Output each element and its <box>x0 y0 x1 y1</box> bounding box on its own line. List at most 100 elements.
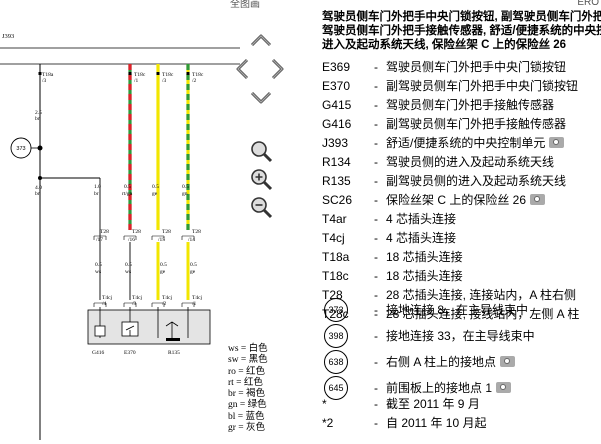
t4cj-label: T4cj <box>132 295 143 301</box>
legend-dash: - <box>374 212 378 226</box>
legend-dash: - <box>374 329 378 343</box>
t28-label: T28 <box>192 229 201 235</box>
legend-dash: - <box>374 307 378 321</box>
component-legend: 驾驶员侧车门外把手中央门锁按钮, 副驾驶员侧车门外把手中央门锁按钮, 驾驶员侧车… <box>322 0 601 444</box>
legend-dash: - <box>374 60 378 74</box>
legend-code: * <box>322 397 327 411</box>
color-legend-entry: sw = 黑色 <box>228 355 268 366</box>
zoom-fit-button[interactable] <box>248 138 274 164</box>
legend-dash: - <box>374 117 378 131</box>
legend-dash: - <box>374 98 378 112</box>
wire-color-label: ws <box>95 269 101 275</box>
legend-description: 驾驶员侧的进入及起动系统天线 <box>386 155 555 169</box>
wire-size-label: 0.5 <box>190 262 197 268</box>
connector-pin-t18c: /3 <box>162 78 167 84</box>
legend-description: 副驾驶员侧车门外把手中央门锁按钮 <box>386 79 579 93</box>
t28-label: T28 <box>132 229 141 235</box>
pin-marker <box>156 72 160 75</box>
wire-color-label: br <box>35 191 40 197</box>
wire-size-label: 0.5 <box>152 184 159 190</box>
t28-pin: /14 <box>188 237 195 243</box>
wire-color-label: br <box>35 116 40 122</box>
ground-symbol[interactable] <box>10 137 32 159</box>
switch-contact-icon <box>125 325 135 336</box>
pan-down-button[interactable] <box>248 84 274 110</box>
legend-dash: - <box>374 303 378 317</box>
t4cj-label: T4cj <box>162 295 173 301</box>
legend-description: 28 芯插头连接, 接线站内，左侧 A 柱 <box>386 307 580 321</box>
legend-code: E369 <box>322 60 351 74</box>
wire-size-label: 0.5 <box>124 184 131 190</box>
left-arrow-icon <box>236 58 249 80</box>
t28-pin: /17 <box>96 237 103 243</box>
connector-label-t18c: T18c <box>162 72 174 78</box>
legend-dash: - <box>374 416 378 430</box>
top-title-fragment: 全图画 <box>230 0 260 10</box>
door-handle-module[interactable] <box>87 309 211 345</box>
wire-color-label: ge <box>152 191 158 197</box>
legend-description: 右侧 A 柱上的接地点 <box>386 352 516 372</box>
pan-right-button[interactable] <box>264 56 290 82</box>
legend-description: 驾驶员侧车门外把手接触传感器 <box>386 98 555 112</box>
legend-code: *2 <box>322 416 334 430</box>
legend-description: 18 芯插头连接 <box>386 250 463 264</box>
pin-marker <box>186 72 190 75</box>
pan-left-button[interactable] <box>230 56 256 82</box>
legend-dash: - <box>374 79 378 93</box>
color-legend-entry: ro = 红色 <box>228 366 266 377</box>
touch-sensor-symbol[interactable] <box>94 325 106 337</box>
legend-code: G416 <box>322 117 352 131</box>
t4cj-label: T4cj <box>192 295 203 301</box>
wire-size-label: 1.0 <box>94 184 101 190</box>
pan-up-button[interactable] <box>248 28 274 54</box>
component-label-e370: E370 <box>124 350 136 356</box>
ground-point-icon: 373 <box>324 298 348 322</box>
t28-pin: /15 <box>158 237 165 243</box>
color-legend-entry: br = 褐色 <box>228 389 266 400</box>
legend-description: 18 芯插头连接 <box>386 269 463 283</box>
color-legend-entry: gn = 绿色 <box>228 400 267 411</box>
zoom-in-button[interactable] <box>248 166 274 192</box>
legend-description: 自 2011 年 10 月起 <box>386 416 487 430</box>
component-label-g416: G416 <box>92 350 104 356</box>
ground-point-icon: 638 <box>324 350 348 374</box>
camera-icon[interactable] <box>549 137 565 148</box>
legend-description: 副驾驶员侧的进入及起动系统天线 <box>386 174 567 188</box>
zoom-fit-icon <box>251 141 267 157</box>
color-legend-entry: ws = 白色 <box>228 344 268 354</box>
pin-marker <box>128 72 132 75</box>
legend-dash: - <box>374 193 378 207</box>
color-legend-entry: bl = 蓝色 <box>228 411 265 422</box>
camera-icon[interactable] <box>500 356 516 367</box>
connector-label-t18c: T18c <box>192 72 204 78</box>
ground-number: 373 <box>16 146 25 152</box>
zoom-out-button[interactable] <box>248 194 274 220</box>
legend-code: E370 <box>322 79 351 93</box>
up-arrow-icon <box>250 34 272 47</box>
wiring-diagram[interactable]: J393 T18a /3 2.5 br 4.0 br 373 1.0 br T1… <box>0 0 240 444</box>
legend-description: 接地连接 33，在主导线束中 <box>386 329 535 343</box>
legend-code: T18c <box>322 269 349 283</box>
wire-size-label: 0.5 <box>95 262 102 268</box>
camera-icon[interactable] <box>496 382 512 393</box>
connector-label-t18a: T18a <box>42 72 54 78</box>
legend-dash: - <box>374 381 378 395</box>
component-label-r135: R135 <box>168 350 180 356</box>
frame-label: J393 <box>2 33 14 40</box>
camera-icon[interactable] <box>530 194 546 205</box>
t28-pin: /16 <box>128 237 135 243</box>
t28-connector-row <box>93 235 195 240</box>
connector-pin-t18c: /2 <box>192 78 197 84</box>
color-legend-entry: gr = 灰色 <box>228 423 266 434</box>
legend-dash: - <box>374 136 378 150</box>
ground-point-icon: 645 <box>324 376 348 400</box>
legend-description: 4 芯插头连接 <box>386 212 457 226</box>
antenna-symbol[interactable] <box>165 321 180 341</box>
wire-color-label: rt/gn <box>122 191 133 197</box>
legend-dash: - <box>374 397 378 411</box>
ground-point-icon: 398 <box>324 324 348 348</box>
legend-code: T18a <box>322 250 350 264</box>
legend-dash: - <box>374 269 378 283</box>
right-arrow-icon <box>271 58 284 80</box>
